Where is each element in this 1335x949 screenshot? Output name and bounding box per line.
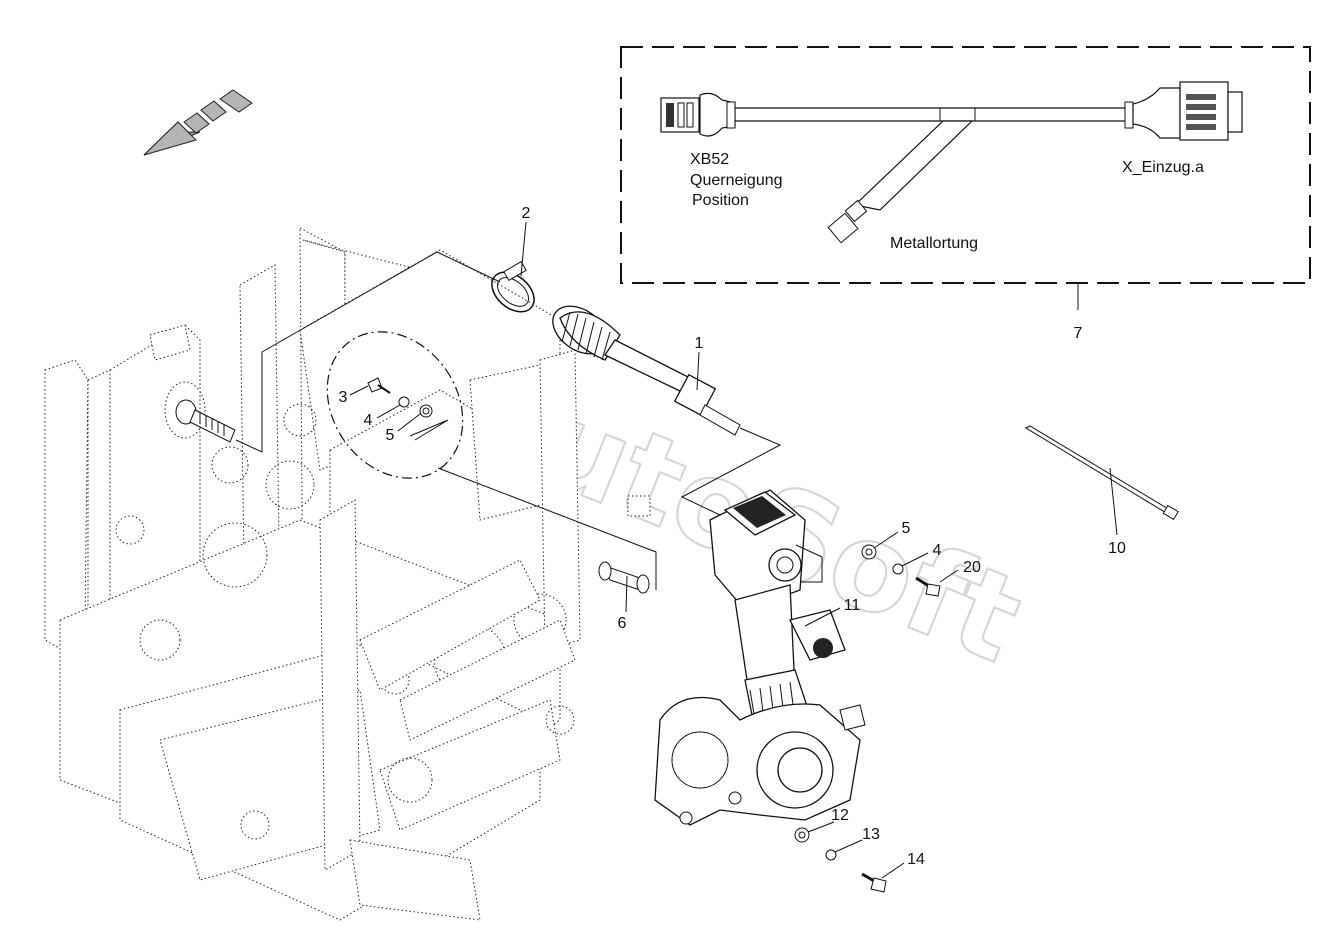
callout-13: 13 xyxy=(862,826,880,843)
callout-5-left: 5 xyxy=(386,427,395,444)
part-2-clamp xyxy=(491,260,535,313)
metallortung-label: Metallortung xyxy=(890,235,978,252)
hardware-bottom xyxy=(794,827,887,893)
callout-6: 6 xyxy=(618,615,627,632)
frame-stud xyxy=(175,399,236,443)
callout-leaders xyxy=(349,221,1118,879)
callout-12: 12 xyxy=(831,807,849,824)
detail-ellipse xyxy=(326,331,464,479)
callout-5-right: 5 xyxy=(902,520,911,537)
connector-position-label: Position xyxy=(692,192,749,209)
callout-10: 10 xyxy=(1108,540,1126,557)
callout-numbers: 2 1 3 4 5 5 4 20 6 7 10 11 12 13 14 xyxy=(339,205,1126,868)
callout-3: 3 xyxy=(339,389,348,406)
hardware-right xyxy=(861,544,941,597)
connector-einzug-label: X_Einzug.a xyxy=(1122,159,1204,176)
part-6-spacer xyxy=(598,561,650,594)
harness-detail-box: XB52 Querneigung Position X_Einzug.a Met… xyxy=(620,46,1311,284)
direction-arrow-icon xyxy=(143,89,253,156)
callout-7: 7 xyxy=(1074,325,1083,342)
part-10-cable-tie xyxy=(1024,425,1179,521)
callout-14: 14 xyxy=(907,851,925,868)
callout-1: 1 xyxy=(695,335,704,352)
connector-querneigung-label: Querneigung xyxy=(690,172,783,189)
part-11-housing xyxy=(654,489,866,826)
callout-2: 2 xyxy=(522,205,531,222)
part-1-shaft xyxy=(552,305,741,436)
machine-frame xyxy=(44,227,651,921)
guide-lines xyxy=(235,251,1079,590)
callout-20: 20 xyxy=(963,559,981,576)
callout-4-right: 4 xyxy=(933,542,942,559)
callout-11: 11 xyxy=(844,597,861,614)
callout-4-left: 4 xyxy=(364,412,373,429)
connector-xb52-label: XB52 xyxy=(690,151,729,168)
